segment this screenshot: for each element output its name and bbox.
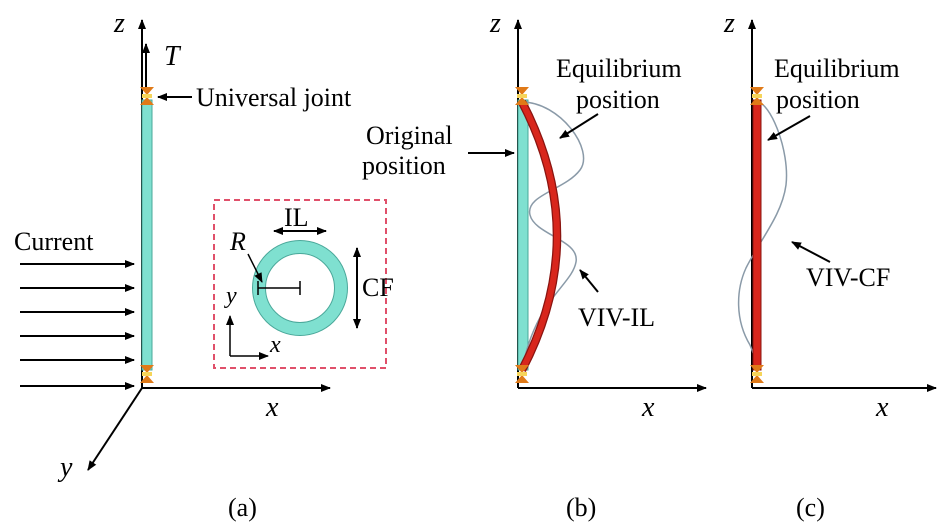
inset-x-label: x — [269, 332, 281, 358]
y-axis-label-a: y — [57, 452, 73, 483]
panel-c-caption: (c) — [796, 493, 825, 522]
equilibrium-label-c-1: Equilibrium — [774, 54, 900, 83]
viv-il-arrow — [579, 269, 599, 293]
universal-joint-top-b — [515, 87, 529, 105]
viv-cf-label: VIV-CF — [806, 263, 890, 292]
original-position-label-2: position — [362, 151, 446, 180]
viv-il-label: VIV-IL — [578, 303, 655, 332]
universal-joint-top-a — [140, 87, 154, 105]
panel-c: z x Equilibrium position VIV-CF (c) — [723, 8, 937, 522]
il-label: IL — [284, 203, 309, 232]
x-axis-label-a: x — [265, 392, 279, 423]
universal-joint-bottom-a — [140, 365, 154, 383]
cf-label: CF — [362, 273, 394, 302]
equilibrium-riser-c — [752, 99, 762, 371]
universal-joint-bottom-b — [515, 365, 529, 383]
z-axis-label-a: z — [113, 8, 125, 39]
riser-a — [141, 99, 153, 371]
panel-a-caption: (a) — [228, 493, 257, 522]
z-axis-label-c: z — [723, 8, 735, 39]
x-axis-label-c: x — [875, 392, 889, 423]
inset-border — [213, 199, 387, 369]
viv-cf-arrow — [791, 241, 831, 263]
original-position-label-1: Original — [366, 121, 453, 150]
equilibrium-arrow-c — [767, 115, 811, 141]
panel-b: z x Equilibrium position Original positi… — [362, 8, 707, 522]
panel-b-caption: (b) — [566, 493, 596, 522]
tension-label: T — [164, 41, 182, 72]
current-arrows — [20, 260, 135, 390]
z-axis-label-b: z — [489, 8, 501, 39]
current-label: Current — [14, 227, 94, 256]
radius-label: R — [229, 227, 246, 256]
panel-a: z T Universal joint x y Current — [14, 8, 394, 522]
original-riser-b — [517, 99, 529, 371]
x-axis-label-b: x — [641, 392, 655, 423]
universal-joint-label: Universal joint — [196, 83, 352, 112]
universal-joint-bottom-c — [750, 365, 764, 383]
equilibrium-label-b-2: position — [576, 85, 660, 114]
equilibrium-arrow-b — [559, 113, 599, 139]
viv-cf-curve — [737, 101, 788, 371]
universal-joint-top-c — [750, 87, 764, 105]
y-axis-a — [87, 387, 143, 471]
equilibrium-label-c-2: position — [776, 85, 860, 114]
cross-section-inset: R IL CF y x — [213, 199, 394, 369]
inset-y-label: y — [224, 283, 237, 309]
viv-il-curve — [521, 101, 585, 371]
equilibrium-label-b-1: Equilibrium — [556, 54, 682, 83]
